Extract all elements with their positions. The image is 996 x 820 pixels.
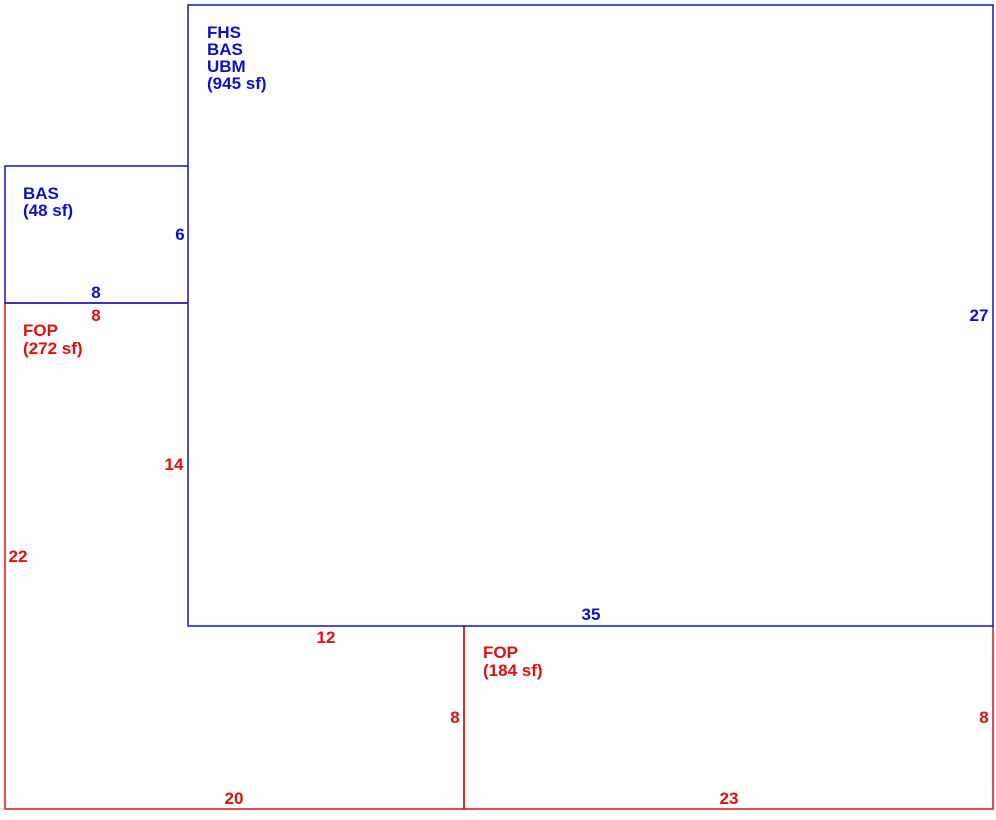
dim-fop-left-bottom: 20 — [225, 789, 244, 808]
fop-left-area-label: FOP (272 sf) — [23, 321, 83, 358]
main-area-line-2: BAS — [207, 40, 243, 59]
bas-small-boundary — [4, 165, 188, 304]
main-area-size: (945 sf) — [207, 74, 267, 93]
bas-small-area-label: BAS (48 sf) — [23, 184, 73, 220]
dim-fop-right-right: 8 — [979, 708, 988, 727]
dim-fop-left-inner: 14 — [165, 455, 184, 474]
main-area-label: FHS BAS UBM (945 sf) — [207, 23, 267, 93]
fop-left-outline — [4, 302, 465, 810]
bas-small-outline — [4, 165, 188, 304]
dim-bas-right: 6 — [175, 225, 184, 244]
fop-left-area-size: (272 sf) — [23, 339, 83, 358]
dim-fop-left-step: 12 — [317, 628, 336, 647]
main-living-boundary — [187, 4, 994, 627]
dim-fop-left-outer: 22 — [9, 547, 28, 566]
dim-fop-left-top: 8 — [91, 306, 100, 325]
bas-small-area-size: (48 sf) — [23, 201, 73, 220]
fop-right-area-line-1: FOP — [483, 643, 518, 662]
fop-left-area-line-1: FOP — [23, 321, 58, 340]
main-area-line-1: FHS — [207, 23, 241, 42]
fop-left-boundary — [4, 302, 465, 810]
main-area-line-3: UBM — [207, 57, 246, 76]
main-living-outline — [187, 4, 994, 627]
bas-small-area-line-1: BAS — [23, 184, 59, 203]
dim-main-right: 27 — [970, 306, 989, 325]
fop-right-area-size: (184 sf) — [483, 661, 543, 680]
dim-fop-right-bottom: 23 — [720, 789, 739, 808]
dim-bas-bottom: 8 — [91, 283, 100, 302]
fop-right-area-label: FOP (184 sf) — [483, 643, 543, 680]
fop-right-boundary — [463, 626, 994, 810]
dim-fop-right-left: 8 — [450, 708, 459, 727]
dim-main-bottom: 35 — [582, 605, 601, 624]
fop-right-outline — [463, 626, 994, 810]
